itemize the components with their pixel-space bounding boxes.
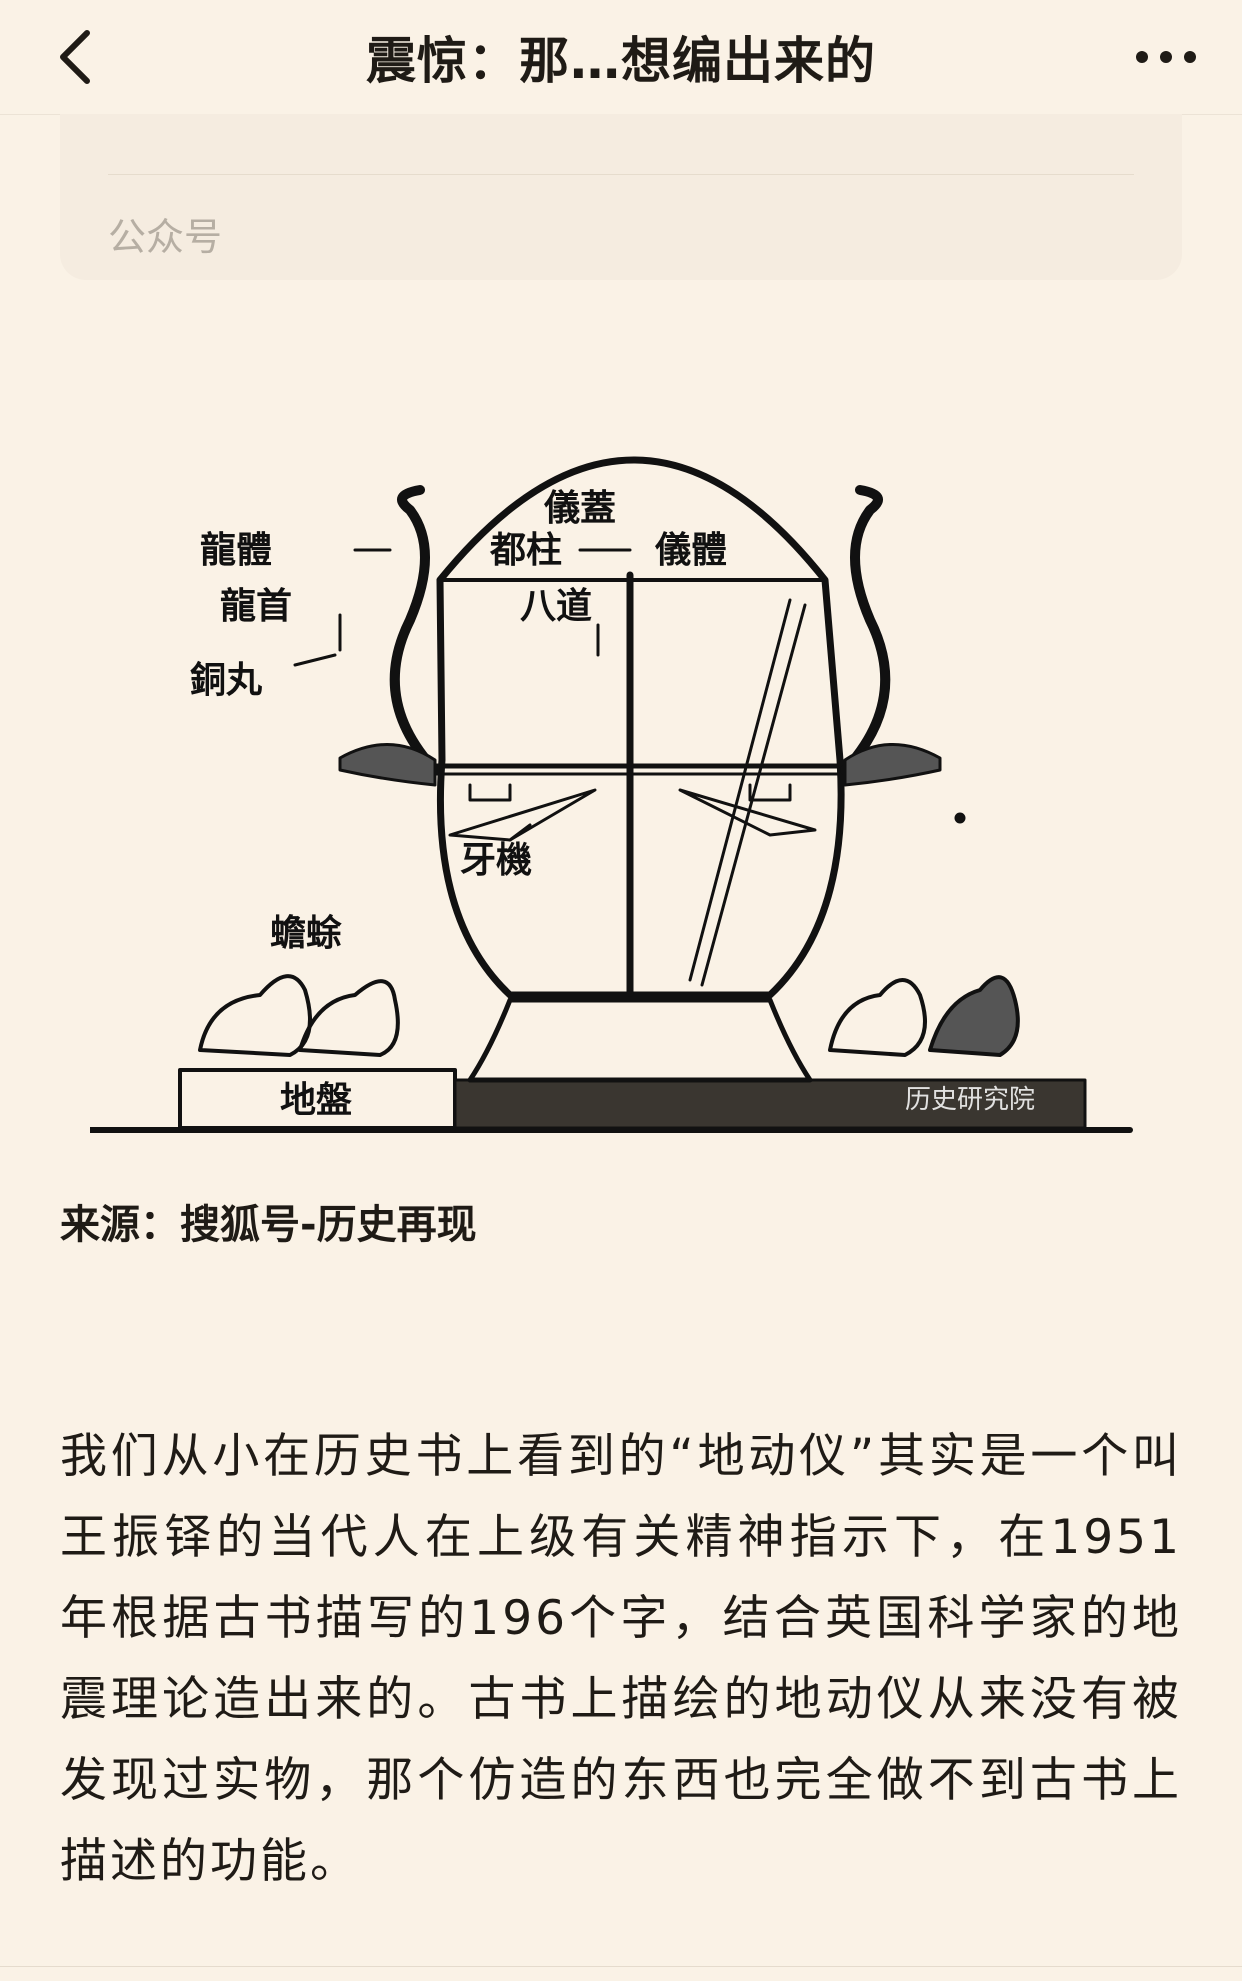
chevron-left-icon — [60, 30, 90, 84]
label-cover: 儀蓋 — [543, 488, 616, 529]
seismoscope-illustration: 儀蓋 龍體 都柱 儀體 龍首 八道 銅丸 牙機 蟾蜍 地盤 历史研究院 — [90, 456, 1133, 1133]
label-dragon-head: 龍首 — [220, 586, 292, 627]
image-watermark: 历史研究院 — [905, 1085, 1035, 1115]
card-divider — [108, 174, 1134, 175]
more-options-button[interactable] — [1126, 22, 1206, 92]
account-card[interactable]: 公众号 — [60, 114, 1182, 280]
label-dragon-body: 龍體 — [200, 530, 272, 571]
label-eight-paths: 八道 — [520, 586, 592, 627]
label-bronze-ball: 銅丸 — [190, 659, 262, 701]
page-title: 震惊：那…想编出来的 — [366, 32, 876, 90]
back-button[interactable] — [40, 22, 110, 92]
label-base: 地盤 — [280, 1080, 352, 1121]
more-dots-icon — [1136, 51, 1196, 63]
bottom-divider — [0, 1966, 1242, 1967]
label-pillar: 都柱 — [489, 530, 562, 571]
navigation-bar: 震惊：那…想编出来的 — [0, 0, 1242, 115]
label-toad: 蟾蜍 — [270, 913, 342, 954]
label-mechanism: 牙機 — [460, 840, 532, 881]
account-type-label: 公众号 — [108, 215, 223, 259]
label-instrument-body: 儀體 — [654, 530, 727, 571]
article-paragraph: 我们从小在历史书上看到的“地动仪”其实是一个叫王振铎的当代人在上级有关精神指示下… — [60, 1429, 1182, 1889]
image-caption: 来源：搜狐号-历史再现 — [60, 1202, 477, 1248]
